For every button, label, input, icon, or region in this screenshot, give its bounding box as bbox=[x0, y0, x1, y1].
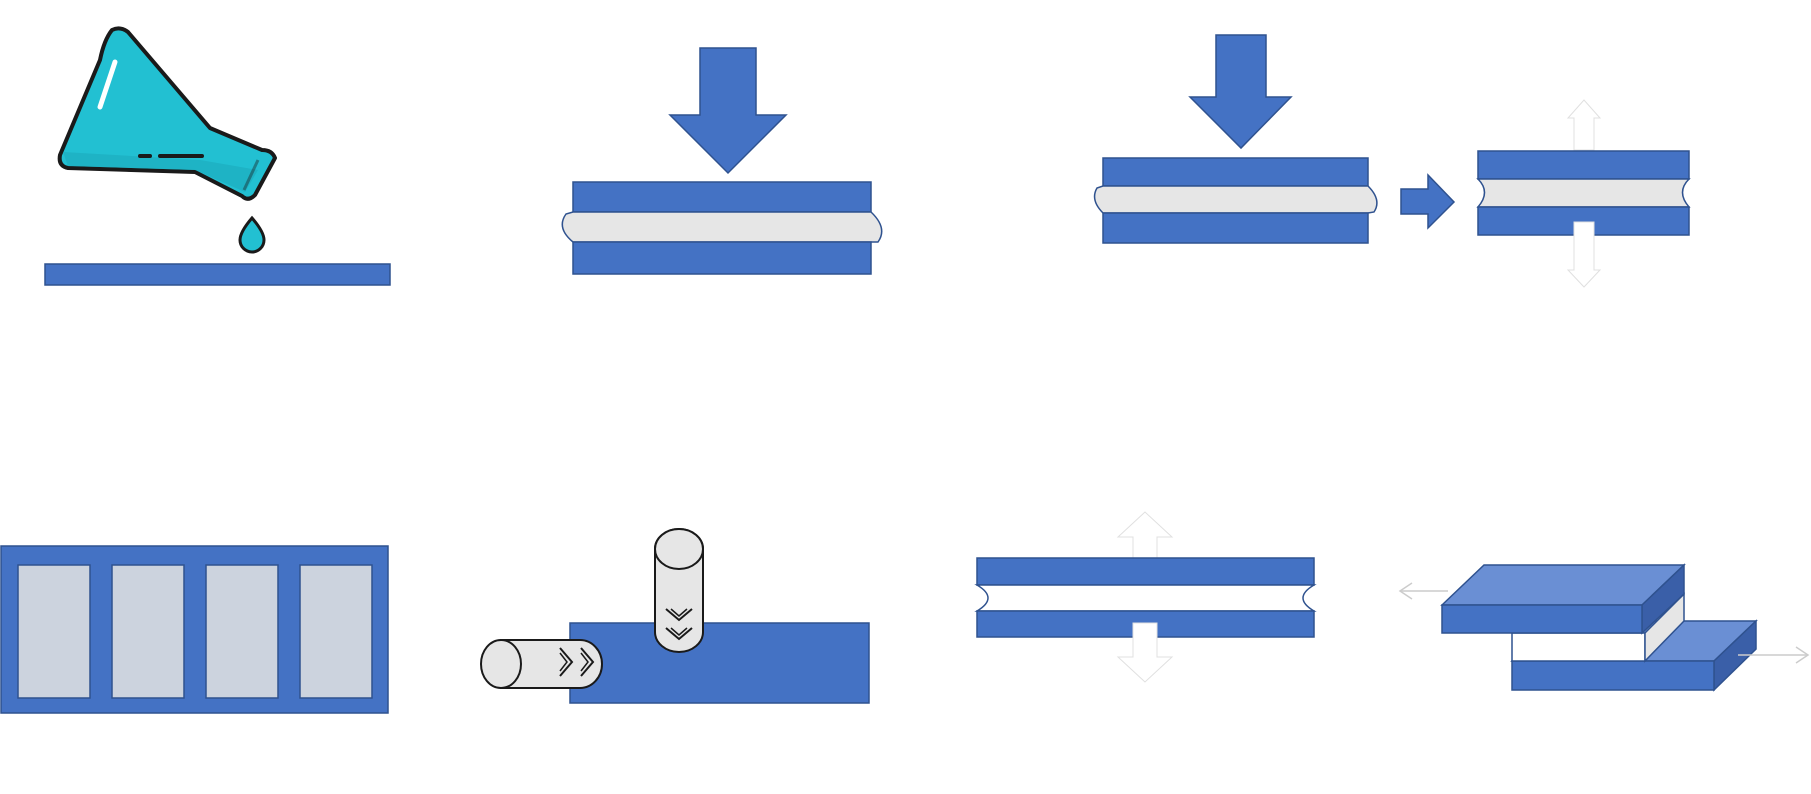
panel-cell bbox=[17, 564, 91, 699]
down-arrow-icon bbox=[1188, 34, 1293, 150]
down-arrow-icon bbox=[668, 47, 788, 175]
step-roller-application bbox=[480, 528, 870, 704]
panel-cell bbox=[205, 564, 279, 699]
step-lap-shear-test bbox=[1398, 563, 1810, 692]
down-arrow-icon bbox=[1116, 622, 1174, 683]
right-arrow-icon bbox=[1400, 173, 1456, 230]
bonded-joint bbox=[561, 181, 883, 275]
flask-icon bbox=[57, 26, 277, 201]
panel-cell bbox=[299, 564, 373, 699]
roller-icon bbox=[480, 639, 603, 689]
left-arrow-icon bbox=[1398, 582, 1448, 600]
step-press-joint bbox=[561, 47, 883, 275]
roller-icon bbox=[654, 528, 704, 653]
step-specimen-panel bbox=[0, 545, 389, 714]
drop-icon bbox=[238, 215, 266, 254]
step-press-then-pull bbox=[1093, 34, 1691, 288]
step-tensile-test bbox=[974, 511, 1317, 683]
panel-cell bbox=[111, 564, 185, 699]
substrate-block bbox=[569, 622, 870, 704]
step-apply-adhesive bbox=[44, 26, 391, 286]
tension-arrows-icon bbox=[1476, 99, 1691, 288]
right-arrow-icon bbox=[1738, 646, 1810, 664]
substrate-strip bbox=[44, 263, 391, 286]
